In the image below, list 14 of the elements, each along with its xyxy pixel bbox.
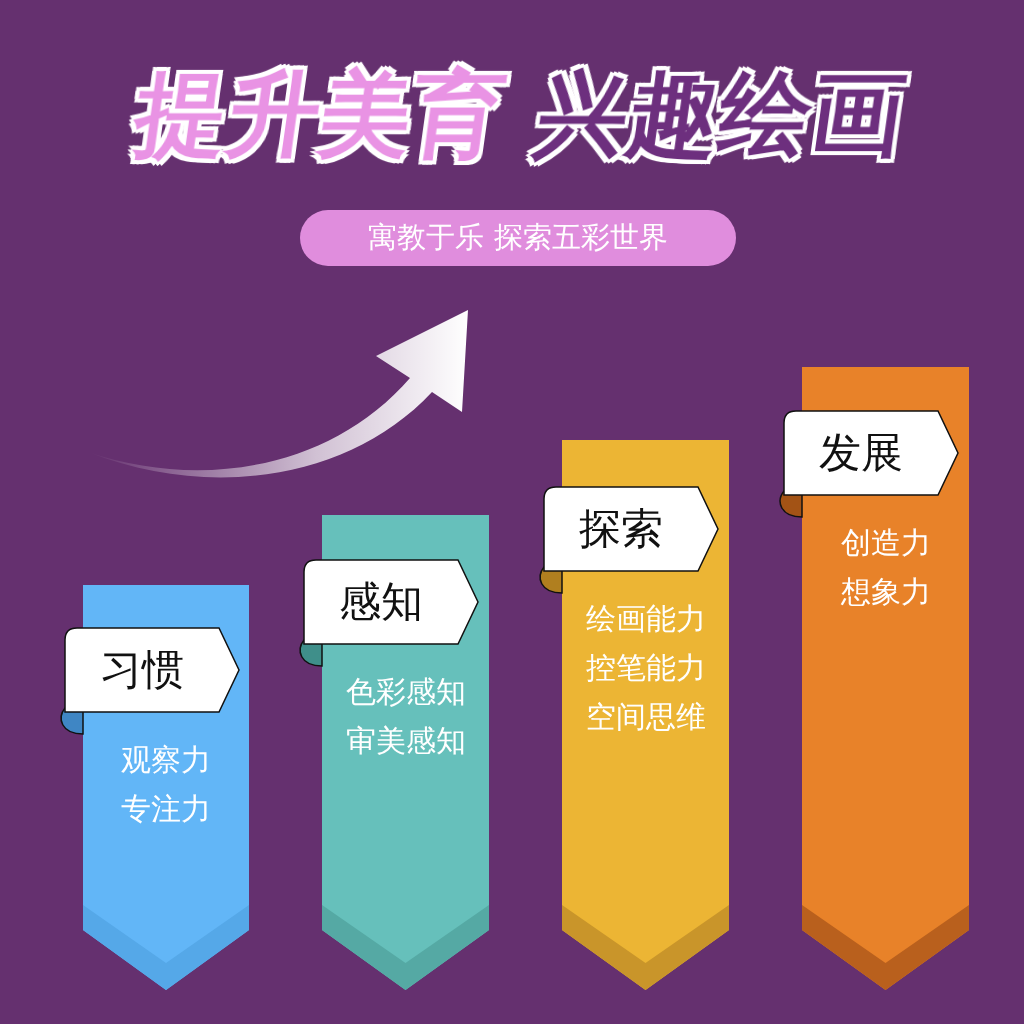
skill-text: 控笔能力 — [584, 650, 707, 686]
skill-text: 色彩感知 — [344, 674, 467, 710]
skill-text: 想象力 — [839, 574, 932, 610]
skill-text: 创造力 — [839, 525, 932, 561]
skill-text: 绘画能力 — [584, 601, 707, 637]
stage-label: 感知 — [338, 581, 424, 623]
skill-text: 观察力 — [120, 742, 212, 778]
stage-label: 习惯 — [99, 649, 185, 691]
stage-label: 探索 — [578, 508, 664, 550]
skill-text: 空间思维 — [584, 699, 707, 735]
skill-text: 审美感知 — [344, 723, 467, 759]
stage-label: 发展 — [818, 432, 904, 474]
subtitle-pill: 寓教于乐 探索五彩世界 — [300, 210, 736, 266]
skill-text: 专注力 — [120, 791, 212, 827]
